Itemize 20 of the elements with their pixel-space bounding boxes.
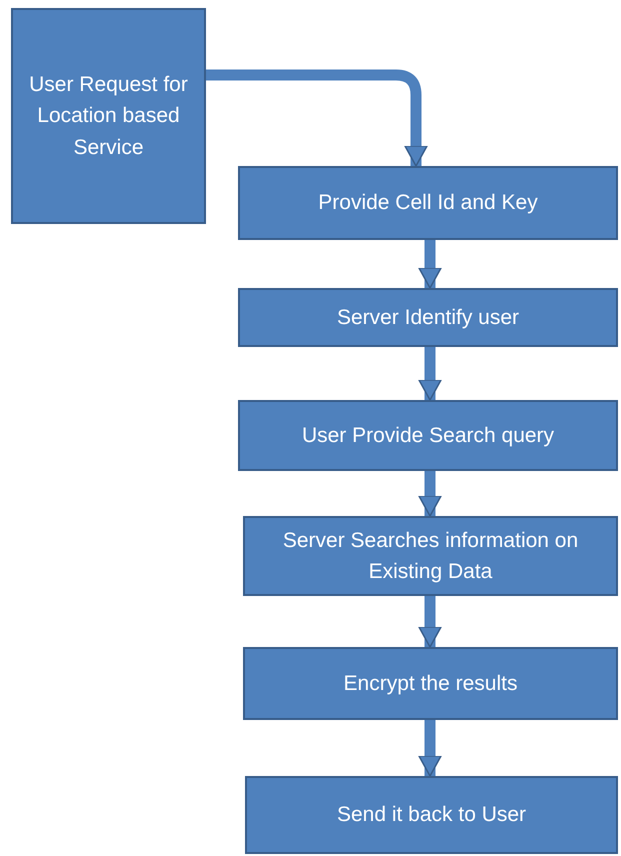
- process-box: [243, 647, 618, 720]
- arrow: [418, 347, 442, 401]
- box-label: User Provide Search query: [302, 422, 554, 449]
- arrow: [418, 720, 442, 777]
- box-label: Server Searches information on Existing Data: [282, 528, 580, 585]
- process-box: [238, 166, 618, 240]
- arrow: [418, 471, 442, 517]
- process-box: [238, 400, 618, 471]
- box-label: Server Identify user: [336, 304, 520, 331]
- arrow: [418, 596, 442, 648]
- arrow: [206, 70, 428, 167]
- box-label: User Request for Location based Service: [28, 72, 189, 161]
- process-box: [243, 516, 618, 596]
- box-label: Encrypt the results: [344, 670, 518, 697]
- process-box: [11, 8, 206, 224]
- box-label: Send it back to User: [336, 802, 526, 828]
- arrow: [418, 240, 442, 289]
- process-box: [238, 288, 618, 347]
- box-label: Provide Cell Id and Key: [318, 190, 538, 216]
- process-box: [245, 776, 618, 854]
